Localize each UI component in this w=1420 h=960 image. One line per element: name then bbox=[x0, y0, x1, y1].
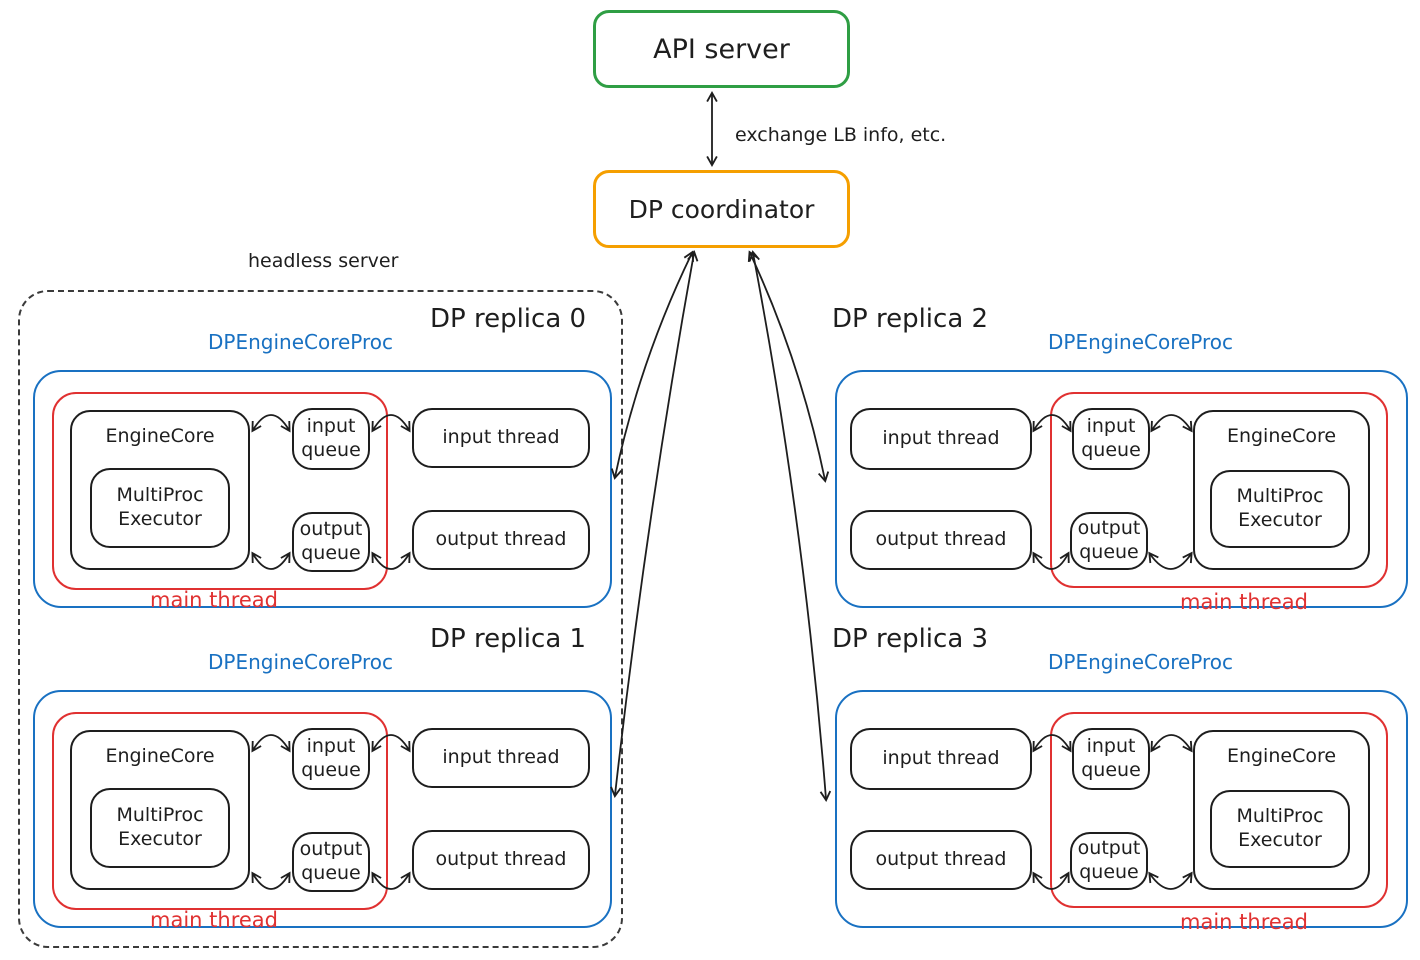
executor-label-line2: Executor bbox=[1238, 829, 1322, 851]
output-queue-box: output queue bbox=[1070, 512, 1148, 570]
input-queue-label-line1: input bbox=[1086, 415, 1136, 438]
executor-label-line1: MultiProc bbox=[116, 484, 204, 507]
replica-title: DP replica 2 bbox=[832, 304, 989, 334]
output-queue-label-line2: queue bbox=[1079, 861, 1139, 883]
output-queue-label-line2: queue bbox=[301, 542, 361, 564]
dpenginecoreproc-label: DPEngineCoreProc bbox=[208, 650, 394, 674]
output-queue-label-line1: output bbox=[1077, 517, 1141, 540]
output-queue-box: output queue bbox=[1070, 832, 1148, 890]
dpenginecoreproc-boundary bbox=[835, 370, 1408, 608]
api-server-box: API server bbox=[593, 10, 850, 88]
input-queue-label-line1: input bbox=[1086, 735, 1136, 758]
input-queue-box: input queue bbox=[1072, 728, 1150, 790]
input-thread-label: input thread bbox=[882, 747, 1000, 770]
output-queue-label-line1: output bbox=[299, 518, 363, 541]
engine-core-box bbox=[1193, 730, 1370, 890]
executor-label-line2: Executor bbox=[118, 828, 202, 850]
output-queue-box: output queue bbox=[292, 512, 370, 572]
input-queue-label-line2: queue bbox=[1081, 759, 1141, 781]
arrow-coordinator-replica1 bbox=[610, 250, 699, 798]
input-thread-label: input thread bbox=[442, 746, 560, 769]
output-thread-label: output thread bbox=[875, 528, 1007, 551]
engine-core-label: EngineCore bbox=[1226, 425, 1337, 447]
main-thread-label: main thread bbox=[1180, 590, 1308, 614]
multiproc-executor-box: MultiProc Executor bbox=[1210, 470, 1350, 548]
output-thread-box: output thread bbox=[850, 510, 1032, 570]
multiproc-executor-box: MultiProc Executor bbox=[90, 788, 230, 868]
replica-title: DP replica 1 bbox=[430, 624, 587, 654]
input-queue-label-line2: queue bbox=[301, 439, 361, 461]
output-thread-label: output thread bbox=[435, 528, 567, 551]
main-thread-label: main thread bbox=[1180, 910, 1308, 934]
input-thread-box: input thread bbox=[850, 408, 1032, 470]
input-queue-box: input queue bbox=[292, 728, 370, 790]
output-queue-label-line1: output bbox=[299, 838, 363, 861]
headless-server-label: headless server bbox=[248, 250, 399, 272]
dp-coordinator-box: DP coordinator bbox=[593, 170, 850, 248]
main-thread-boundary bbox=[1050, 392, 1388, 588]
engine-core-box bbox=[70, 730, 250, 890]
input-queue-label-line2: queue bbox=[1081, 439, 1141, 461]
replica-title: DP replica 0 bbox=[430, 304, 587, 334]
api-server-label: API server bbox=[653, 33, 790, 65]
input-thread-box: input thread bbox=[850, 728, 1032, 790]
input-queue-box: input queue bbox=[1072, 408, 1150, 470]
dp-coordinator-label: DP coordinator bbox=[628, 194, 815, 224]
main-thread-boundary bbox=[1050, 712, 1388, 908]
output-thread-box: output thread bbox=[850, 830, 1032, 890]
engine-core-box bbox=[1193, 410, 1370, 570]
input-queue-label-line1: input bbox=[306, 415, 356, 438]
dp-replica-3: DP replica 3 DPEngineCoreProc EngineCore… bbox=[0, 320, 1420, 960]
input-thread-label: input thread bbox=[882, 427, 1000, 450]
output-queue-label-line2: queue bbox=[301, 862, 361, 884]
input-queue-box: input queue bbox=[292, 408, 370, 470]
dpenginecoreproc-boundary bbox=[33, 690, 612, 928]
executor-label-line1: MultiProc bbox=[116, 804, 204, 827]
engine-core-label: EngineCore bbox=[105, 425, 215, 447]
output-thread-label: output thread bbox=[875, 848, 1007, 871]
dpenginecoreproc-boundary bbox=[835, 690, 1408, 928]
main-thread-label: main thread bbox=[150, 908, 278, 932]
replica-title: DP replica 3 bbox=[832, 624, 989, 654]
main-thread-label: main thread bbox=[150, 588, 278, 612]
executor-label-line2: Executor bbox=[1238, 509, 1322, 531]
input-queue-label-line1: input bbox=[306, 735, 356, 758]
dp-replica-1: DP replica 1 DPEngineCoreProc EngineCore… bbox=[0, 320, 1420, 960]
output-queue-box: output queue bbox=[292, 832, 370, 892]
arrow-coordinator-replica0 bbox=[610, 250, 694, 480]
input-thread-label: input thread bbox=[442, 426, 560, 449]
arrow-coordinator-replica3 bbox=[748, 250, 832, 802]
input-thread-box: input thread bbox=[412, 728, 590, 788]
exchange-lb-info-label: exchange LB info, etc. bbox=[735, 124, 947, 146]
input-thread-box: input thread bbox=[412, 408, 590, 468]
multiproc-executor-box: MultiProc Executor bbox=[1210, 790, 1350, 868]
output-queue-label-line2: queue bbox=[1079, 541, 1139, 563]
engine-core-box bbox=[70, 410, 250, 570]
output-thread-box: output thread bbox=[412, 510, 590, 570]
executor-label-line1: MultiProc bbox=[1236, 805, 1324, 828]
arrow-coordinator-replica2 bbox=[747, 250, 830, 483]
output-queue-label-line1: output bbox=[1077, 837, 1141, 860]
dpenginecoreproc-label: DPEngineCoreProc bbox=[1048, 330, 1234, 354]
output-thread-box: output thread bbox=[412, 830, 590, 890]
multiproc-executor-box: MultiProc Executor bbox=[90, 468, 230, 548]
executor-label-line1: MultiProc bbox=[1236, 485, 1324, 508]
engine-core-label: EngineCore bbox=[105, 745, 215, 767]
input-queue-label-line2: queue bbox=[301, 759, 361, 781]
main-thread-boundary bbox=[52, 712, 388, 910]
executor-label-line2: Executor bbox=[118, 508, 202, 530]
engine-core-label: EngineCore bbox=[1226, 745, 1337, 767]
dpenginecoreproc-label: DPEngineCoreProc bbox=[1048, 650, 1234, 674]
output-thread-label: output thread bbox=[435, 848, 567, 871]
dpenginecoreproc-label: DPEngineCoreProc bbox=[208, 330, 394, 354]
main-thread-boundary bbox=[52, 392, 388, 590]
